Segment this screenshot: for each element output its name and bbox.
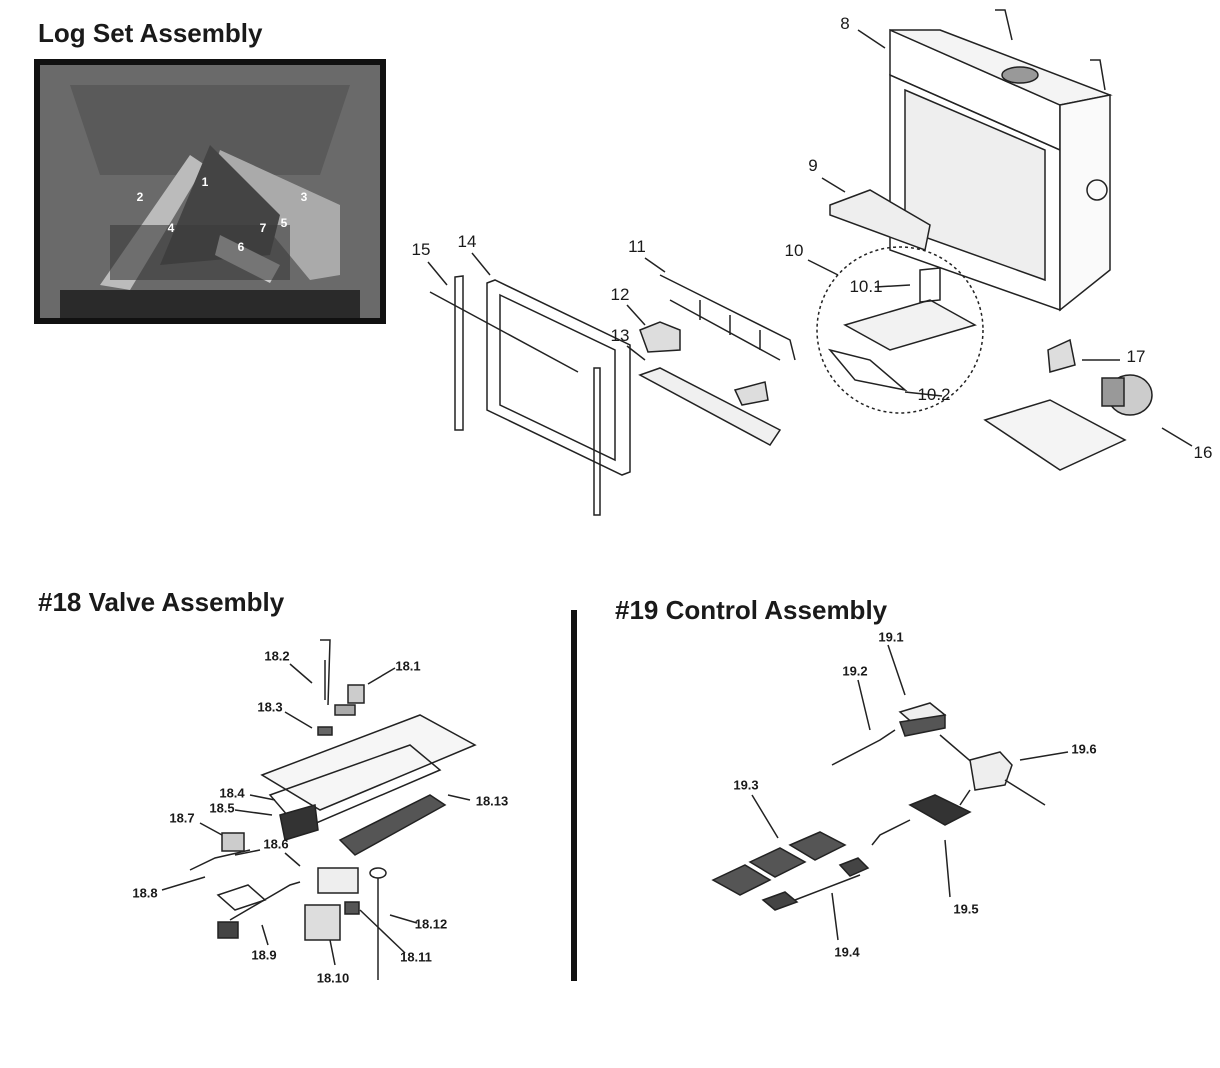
part-label-19-6: 19.6 xyxy=(1071,741,1097,757)
photo-label: 3 xyxy=(300,190,308,204)
log-set-photo: 1 2 3 4 5 6 7 xyxy=(34,59,386,324)
part-label-18-1: 18.1 xyxy=(395,658,421,674)
photo-label: 7 xyxy=(259,221,267,235)
part-label-18-12: 18.12 xyxy=(414,916,448,932)
part-label-18-10: 18.10 xyxy=(316,970,350,986)
part-label-18-11: 18.11 xyxy=(400,949,432,965)
firebox-image xyxy=(40,65,380,318)
section-divider xyxy=(571,610,577,981)
photo-label: 4 xyxy=(167,221,175,235)
part-label-10: 10 xyxy=(784,241,804,260)
part-label-18-3: 18.3 xyxy=(257,699,283,715)
part-label-18-6: 18.6 xyxy=(263,836,289,852)
part-label-18-13: 18.13 xyxy=(475,793,509,809)
photo-label: 5 xyxy=(280,216,288,230)
part-label-18-8: 18.8 xyxy=(132,885,158,901)
part-label-18-5: 18.5 xyxy=(209,800,235,816)
photo-label: 2 xyxy=(136,190,144,204)
part-label-18-4: 18.4 xyxy=(219,785,245,801)
part-label-10-2: 10.2 xyxy=(917,385,951,404)
part-label-19-5: 19.5 xyxy=(953,901,979,917)
part-label-18-2: 18.2 xyxy=(264,648,290,664)
part-label-12: 12 xyxy=(610,285,630,304)
photo-label: 1 xyxy=(201,175,209,189)
part-label-19-4: 19.4 xyxy=(834,944,860,960)
photo-label: 6 xyxy=(237,240,245,254)
firebox-drawing xyxy=(889,9,1113,312)
part-label-15: 15 xyxy=(411,240,431,259)
control-assembly-title: #19 Control Assembly xyxy=(615,595,888,625)
part-label-17: 17 xyxy=(1126,347,1146,366)
part-label-14: 14 xyxy=(457,232,477,251)
part-label-10-1: 10.1 xyxy=(849,277,883,296)
part-label-8: 8 xyxy=(840,14,850,33)
part-label-19-2: 19.2 xyxy=(842,663,868,679)
valve-assembly-title: #18 Valve Assembly xyxy=(38,587,285,617)
part-label-18-9: 18.9 xyxy=(251,947,277,963)
log-set-title: Log Set Assembly xyxy=(38,18,263,48)
part-label-19-1: 19.1 xyxy=(878,629,904,645)
part-label-16: 16 xyxy=(1193,443,1213,462)
part-label-13: 13 xyxy=(610,326,630,345)
part-label-11: 11 xyxy=(628,237,646,256)
part-label-18-7: 18.7 xyxy=(169,810,195,826)
part-label-9: 9 xyxy=(808,156,818,175)
part-label-19-3: 19.3 xyxy=(733,777,759,793)
